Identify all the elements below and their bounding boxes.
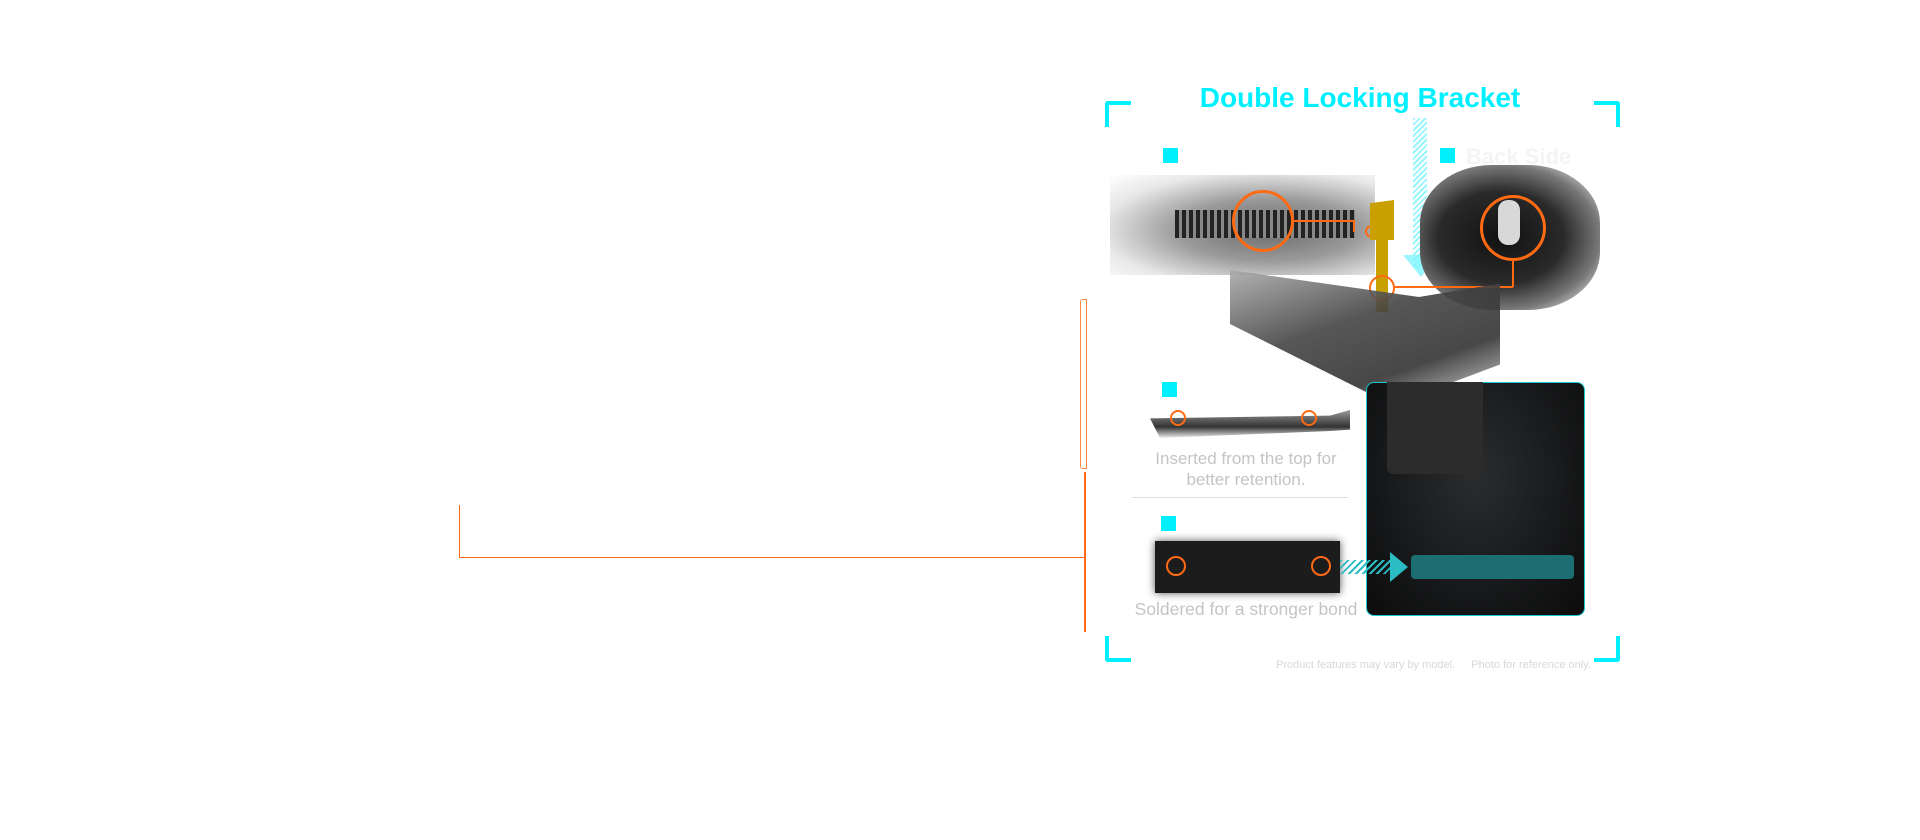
corner-bracket-bottom-left (1105, 636, 1131, 662)
cpu-socket-plate (1387, 382, 1483, 474)
connector-line-vertical-left (459, 505, 460, 557)
caption-line-2: better retention. (1186, 470, 1306, 489)
highlight-ring-solder-right (1311, 556, 1331, 576)
soldered-caption: Soldered for a stronger bond (1134, 599, 1358, 619)
back-side-label: Back Side (1466, 144, 1572, 169)
section-marker-top-insert (1162, 382, 1177, 397)
highlight-ring-back (1480, 195, 1546, 261)
highlight-ring-left (1170, 410, 1186, 426)
footer-disclaimer: Product features may vary by model. Phot… (1276, 659, 1591, 671)
callout-line-back (1393, 286, 1513, 288)
arrow-head-icon (1390, 552, 1408, 582)
top-insert-caption: Inserted from the top for better retenti… (1130, 448, 1362, 490)
gold-bracket-illustration (1370, 200, 1394, 240)
disclaimer-features: Product features may vary by model. (1276, 659, 1456, 671)
feature-title: Double Locking Bracket (1199, 82, 1521, 113)
highlight-ring-right (1301, 410, 1317, 426)
corner-bracket-top-left (1105, 101, 1131, 127)
highlight-ring-solder-left (1166, 556, 1186, 576)
callout-line-slot (1292, 220, 1354, 222)
section-marker-soldered (1161, 516, 1176, 531)
soldered-highlight-band (1411, 555, 1574, 579)
hatched-arrow-icon (1340, 560, 1400, 574)
corner-bracket-top-right (1594, 101, 1620, 127)
connector-line-horizontal (459, 557, 1085, 558)
scroll-bracket-indicator (1080, 299, 1087, 469)
section-divider (1132, 497, 1348, 498)
callout-line-slot-2 (1353, 220, 1355, 232)
disclaimer-photo: Photo for reference only. (1471, 659, 1591, 671)
connector-line-vertical-right (1084, 472, 1086, 632)
corner-bracket-bottom-right (1594, 636, 1620, 662)
callout-line-back-2 (1512, 261, 1514, 287)
caption-line-1: Inserted from the top for (1155, 449, 1337, 468)
section-marker-back (1440, 148, 1455, 163)
highlight-ring-slot (1232, 190, 1294, 252)
section-marker-front (1163, 148, 1178, 163)
